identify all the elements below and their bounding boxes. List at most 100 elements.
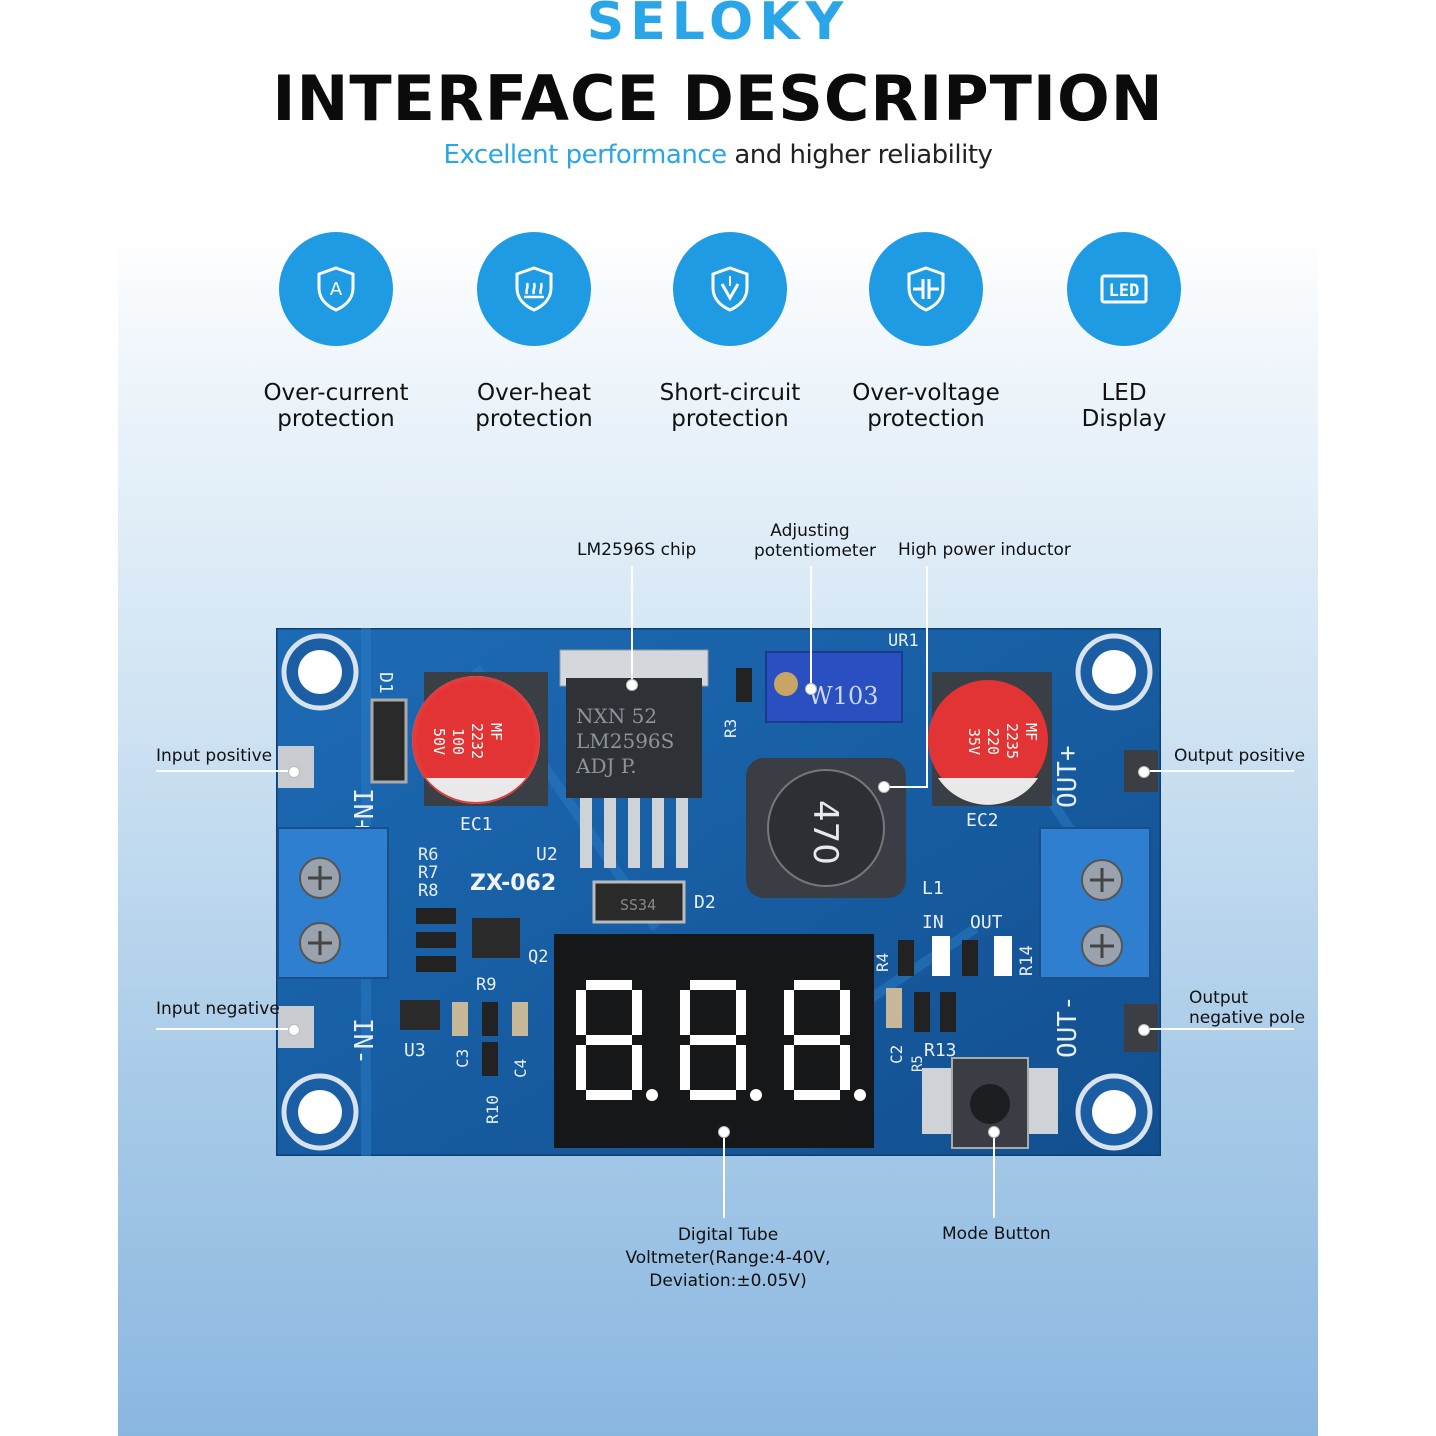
resistor-smd — [416, 908, 456, 924]
shield-a-icon: A — [317, 266, 355, 312]
silk-in-minus: IN- — [347, 1018, 377, 1065]
callout-dot — [288, 1024, 300, 1036]
mode-button[interactable] — [922, 1057, 1058, 1149]
callout-dot — [1138, 1024, 1150, 1036]
silk-model: ZX-062 — [470, 871, 556, 896]
resistor-smd — [940, 992, 956, 1032]
page-subtitle: Excellent performance and higher reliabi… — [0, 140, 1436, 170]
cap2-text: 220 — [984, 728, 1002, 755]
silk-r14: R14 — [1017, 945, 1037, 976]
callout-line — [993, 1132, 995, 1218]
digit-segment — [794, 1035, 840, 1045]
digit-segment — [690, 1035, 736, 1045]
silk-in: IN — [922, 912, 944, 933]
resistor-smd — [914, 992, 930, 1032]
led-icon: LED — [1100, 274, 1148, 304]
silk-ec1: EC1 — [460, 814, 493, 835]
digit-segment — [632, 990, 642, 1035]
silk-q2: Q2 — [528, 947, 548, 967]
callout-line — [631, 566, 633, 684]
capacitor-ec1: MF 2232 100 50V — [412, 672, 548, 806]
silk-out-plus: OUT+ — [1053, 745, 1083, 808]
callout-dot — [1138, 766, 1150, 778]
feature-circle: A — [279, 232, 393, 346]
adjusting-potentiometer: W103 — [765, 651, 903, 723]
chip-text: LM2596S — [576, 729, 674, 753]
digit-segment — [680, 1045, 690, 1090]
shield-voltage-icon — [907, 266, 945, 312]
capacitor-c2 — [886, 988, 902, 1028]
silk-u2: U2 — [536, 844, 558, 865]
cap2-text: 35V — [965, 728, 983, 755]
brand-logo: SELOKY — [586, 0, 850, 52]
lm2596s-chip: NXN 52 LM2596S ADJ P. — [559, 649, 709, 868]
capacitor-c3 — [452, 1002, 468, 1036]
resistor-smd — [898, 940, 914, 976]
resistor-smd — [962, 940, 978, 976]
silk-c4: C4 — [511, 1059, 530, 1078]
regulator-u3 — [400, 1000, 440, 1030]
silk-r3: R3 — [721, 719, 740, 738]
subtitle-accent: Excellent performance — [443, 140, 728, 170]
callout-dot — [988, 1126, 1000, 1138]
callout-dot — [288, 766, 300, 778]
digit-decimal-point — [750, 1089, 762, 1101]
digit-segment — [736, 990, 746, 1035]
callout-dot — [718, 1126, 730, 1138]
capacitor-ec2: MF 2235 220 35V — [928, 672, 1052, 806]
label-mode-button: Mode Button — [942, 1224, 1051, 1244]
silk-r13: R13 — [924, 1040, 957, 1061]
silk-u3: U3 — [404, 1040, 426, 1061]
digit-segment — [586, 1090, 632, 1100]
cap1-text: 100 — [449, 728, 467, 755]
feature-circle: LED — [1067, 232, 1181, 346]
silk-ec2: EC2 — [966, 810, 999, 831]
digit-segment — [736, 1045, 746, 1090]
digit-segment — [576, 1045, 586, 1090]
digit-segment — [680, 990, 690, 1035]
mounting-hole — [281, 633, 359, 711]
callout-dot — [878, 781, 890, 793]
digit-segment — [576, 990, 586, 1035]
digit-decimal-point — [646, 1089, 658, 1101]
silk-out-minus: OUT- — [1053, 995, 1083, 1058]
digit-segment — [840, 1045, 850, 1090]
silk-r5: R5 — [910, 1055, 926, 1072]
callout-line — [1140, 770, 1294, 772]
label-output-positive: Output positive — [1174, 746, 1306, 766]
digit-segment — [690, 1090, 736, 1100]
silk-out: OUT — [970, 912, 1003, 933]
shield-v-icon — [711, 266, 749, 312]
input-terminal-block — [277, 827, 389, 979]
subtitle-rest: and higher reliability — [726, 140, 993, 170]
feature-circle — [673, 232, 787, 346]
transistor-q2 — [472, 918, 520, 958]
resistor-smd — [416, 932, 456, 948]
seven-segment-digits — [576, 980, 866, 1101]
callout-dot — [805, 683, 817, 695]
digit-segment — [794, 980, 840, 990]
diode-d1 — [370, 698, 408, 784]
silk-d1: D1 — [375, 672, 396, 694]
callout-line — [156, 1028, 296, 1030]
cap1-text: 50V — [430, 728, 448, 755]
resistor-r10 — [482, 1042, 498, 1076]
digit-segment — [586, 1035, 632, 1045]
digit-segment — [690, 980, 736, 990]
pot-text: W103 — [808, 682, 878, 710]
led-in — [932, 936, 950, 976]
callout-line — [926, 566, 928, 788]
cap2-text: MF — [1022, 723, 1040, 741]
callout-line — [723, 1132, 725, 1218]
diode-text: SS34 — [620, 896, 656, 914]
digit-segment — [784, 990, 794, 1035]
callout-dot — [626, 679, 638, 691]
